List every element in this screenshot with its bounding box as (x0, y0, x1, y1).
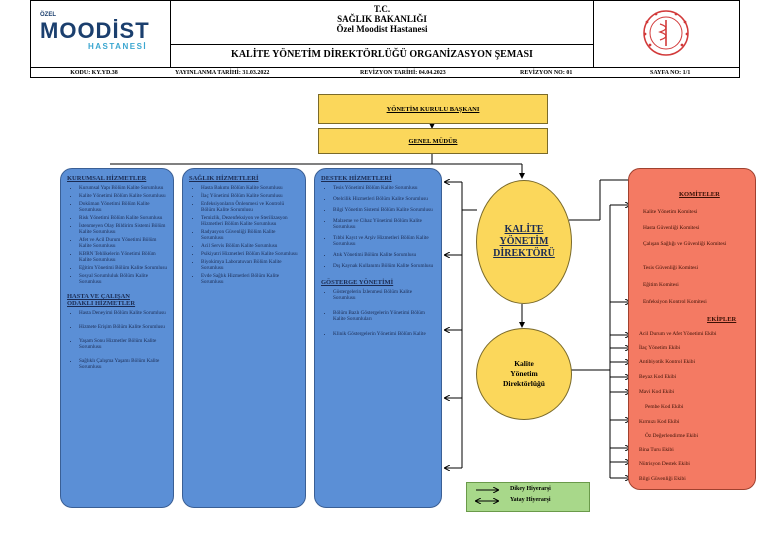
logo-top-text: ÖZEL (40, 12, 56, 18)
list-item: Göstergelerin İzlenmesi Bölüm Kalite Sor… (333, 289, 435, 301)
list-item: Malzeme ve Cihaz Yönetimi Bölüm Kalite S… (333, 218, 435, 230)
header-divider-left (170, 0, 171, 67)
list-item: Evde Sağlık Hizmetleri Bölüm Kalite Soru… (201, 273, 299, 285)
general-manager-box: GENEL MÜDÜR (318, 128, 548, 154)
list-item: Bina Turu Ekibi (639, 447, 674, 453)
list-item: KBRN Tehlikelerin Yönetimi Bölüm Kalite … (79, 251, 167, 263)
quality-directorate-circle: Kalite Yönetim Direktörlüğü (476, 328, 572, 420)
quality-directorate-line2: Yönetim (510, 369, 538, 378)
saglik-list: Hasta Bakımı Bölüm Kalite Sorumlusu İlaç… (189, 185, 299, 285)
komiteler-title: KOMİTELER (679, 191, 720, 198)
list-item: Dış Kaynak Kullanımı Bölüm Kalite Soruml… (333, 263, 435, 269)
list-item: Doküman Yönetimi Bölüm Kalite Sorumlusu (79, 201, 167, 213)
list-item: Sağlıklı Çalışma Yaşamı Bölüm Kalite Sor… (79, 358, 167, 370)
header-divider-mid (170, 44, 594, 45)
quality-director-line1: KALİTE (504, 224, 544, 235)
list-item: Mavi Kod Ekibi (639, 389, 675, 395)
list-item: Hasta Deneyimi Bölüm Kalite Sorumlusu (79, 310, 167, 316)
list-item: Eğitim Yönetimi Bölüm Kalite Sorumlusu (79, 265, 167, 271)
list-item: Acil Servis Bölüm Kalite Sorumlusu (201, 243, 299, 249)
ekipler-title: EKİPLER (707, 316, 737, 323)
legend-box (466, 482, 590, 512)
header-frame (30, 0, 740, 78)
meta-revision-date: REVİZYON TARİHİ: 04.04.2023 (360, 70, 446, 76)
list-item: Öz Değerlendirme Ekibi (645, 433, 698, 439)
document-title: KALİTE YÖNETİM DİREKTÖRLÜĞÜ ORGANİZASYON… (231, 49, 533, 60)
list-item: Enfeksiyon Kontrol Komitesi (643, 299, 707, 305)
list-item: Antibiyotik Kontrol Ekibi (639, 359, 696, 365)
logo-sub-text: HASTANESİ (88, 42, 148, 51)
list-item: Kalite Yönetimi Bölüm Kalite Sorumlusu (79, 193, 167, 199)
list-item: Radyasyon Güvenliği Bölüm Kalite Sorumlu… (201, 229, 299, 241)
header-divider-meta (30, 67, 740, 68)
komiteler-panel: KOMİTELER Kalite Yönetim Komitesi Hasta … (628, 168, 756, 490)
list-item: Atık Yönetimi Bölüm Kalite Sorumlusu (333, 252, 435, 258)
list-item: Hasta Bakımı Bölüm Kalite Sorumlusu (201, 185, 299, 191)
list-item: İstenmeyen Olay Bildirim Sistemi Bölüm K… (79, 223, 167, 235)
patient-staff-title-2: ODAKLI HİZMETLER (67, 300, 136, 307)
saglik-hizmetleri-panel: SAĞLIK HİZMETLERİ Hasta Bakımı Bölüm Kal… (182, 168, 306, 508)
list-item: Hizmete Erişim Bölüm Kalite Sorumlusu (79, 324, 167, 330)
kurumsal-title: KURUMSAL HİZMETLER (67, 175, 147, 182)
list-item: Otelcilik Hizmetleri Bölüm Kalite Soruml… (333, 196, 435, 202)
meta-revision-no: REVİZYON NO: 01 (520, 70, 573, 76)
meta-page-no: SAYFA NO: 1/1 (650, 70, 691, 76)
list-item: Biyokimya Laboratuvarı Bölüm Kalite Soru… (201, 259, 299, 271)
destek-title: DESTEK HİZMETLERİ (321, 175, 392, 182)
list-item: İlaç Yönetimi Bölüm Kalite Sorumlusu (201, 193, 299, 199)
list-item: Beyaz Kod Ekibi (639, 374, 677, 380)
quality-directorate-line3: Direktörlüğü (503, 379, 545, 388)
logo-main-text: MOODİST (40, 18, 150, 43)
list-item: Bölüm Bazlı Göstergelerin Yönetimi Bölüm… (333, 310, 435, 322)
list-item: Nütrisyon Destek Ekibi (639, 461, 690, 467)
kurumsal-hizmetler-panel: KURUMSAL HİZMETLER Kurumsal Yapı Bölüm K… (60, 168, 174, 508)
list-item: Enfeksiyonların Önlenmesi ve Kontrolü Bö… (201, 201, 299, 213)
list-item: Pembe Kod Ekibi (645, 404, 684, 410)
list-item: Bilgi Yönetim Sistemi Bölüm Kalite Sorum… (333, 207, 435, 213)
list-item: Kalite Yönetim Komitesi (643, 209, 698, 215)
list-item: İlaç Yönetim Ekibi (639, 345, 681, 351)
meta-code: KODU: KY.YD.38 (70, 70, 118, 76)
legend-horizontal-label: Yatay Hiyerarşi (510, 497, 551, 503)
list-item: Kırmızı Kod Ekibi (639, 419, 680, 425)
title-hospital: Özel Moodist Hastanesi (336, 24, 428, 34)
list-item: Psikiyatri Hizmetleri Bölüm Kalite Sorum… (201, 251, 299, 257)
list-item: Bilgi Güvenliği Ekibi (639, 476, 686, 482)
list-item: Eğitim Komitesi (643, 282, 679, 288)
list-item: Risk Yönetimi Bölüm Kalite Sorumlusu (79, 215, 167, 221)
quality-directorate-line1: Kalite (514, 359, 534, 368)
destek-hizmetleri-panel: DESTEK HİZMETLERİ Tesis Yönetimi Bölüm K… (314, 168, 442, 508)
list-item: Temizlik, Dezenfeksiyon ve Sterilizasyon… (201, 215, 299, 227)
kurumsal-list: Kurumsal Yapı Bölüm Kalite Sorumlusu Kal… (67, 185, 167, 285)
list-item: Hasta Güvenliği Komitesi (643, 225, 700, 231)
meta-publish-date: YAYINLANMA TARİHİ: 31.03.2022 (175, 70, 270, 76)
gosterge-list: Göstergelerin İzlenmesi Bölüm Kalite Sor… (321, 289, 435, 337)
list-item: Kurumsal Yapı Bölüm Kalite Sorumlusu (79, 185, 167, 191)
quality-director-line2: YÖNETİM (499, 236, 549, 247)
board-chairman-box: YÖNETİM KURULU BAŞKANI (318, 94, 548, 124)
patient-staff-list: Hasta Deneyimi Bölüm Kalite Sorumlusu Hi… (67, 310, 167, 370)
list-item: Tesis Yönetimi Bölüm Kalite Sorumlusu (333, 185, 435, 191)
list-item: Tesis Güvenliği Komitesi (643, 265, 699, 271)
destek-list: Tesis Yönetimi Bölüm Kalite Sorumlusu Ot… (321, 185, 435, 269)
quality-director-circle: KALİTE YÖNETİM DİREKTÖRÜ (476, 180, 572, 304)
list-item: Acil Durum ve Afet Yönetimi Ekibi (639, 331, 717, 337)
list-item: Yaşam Sonu Hizmetler Bölüm Kalite Soruml… (79, 338, 167, 350)
list-item: Klinik Göstergelerin Yönetimi Bölüm Kali… (333, 331, 435, 337)
legend-vertical-label: Dikey Hiyerarşi (510, 486, 551, 492)
patient-staff-title-1: HASTA VE ÇALIŞAN (67, 293, 130, 300)
header-divider-right (593, 0, 594, 67)
saglik-title: SAĞLIK HİZMETLERİ (189, 175, 259, 182)
list-item: Çalışan Sağlığı ve Güvenliği Komitesi (643, 241, 727, 247)
quality-director-line3: DİREKTÖRÜ (493, 248, 555, 259)
list-item: Afet ve Acil Durum Yönetimi Bölüm Kalite… (79, 237, 167, 249)
list-item: Tıbbi Kayıt ve Arşiv Hizmetleri Bölüm Ka… (333, 235, 435, 247)
title-ministry: SAĞLIK BAKANLIĞI (337, 14, 427, 24)
gosterge-title: GÖSTERGE YÖNETİMİ (321, 279, 394, 286)
list-item: Sosyal Sorumluluk Bölüm Kalite Sorumlusu (79, 273, 167, 285)
title-tc: T.C. (373, 4, 391, 14)
